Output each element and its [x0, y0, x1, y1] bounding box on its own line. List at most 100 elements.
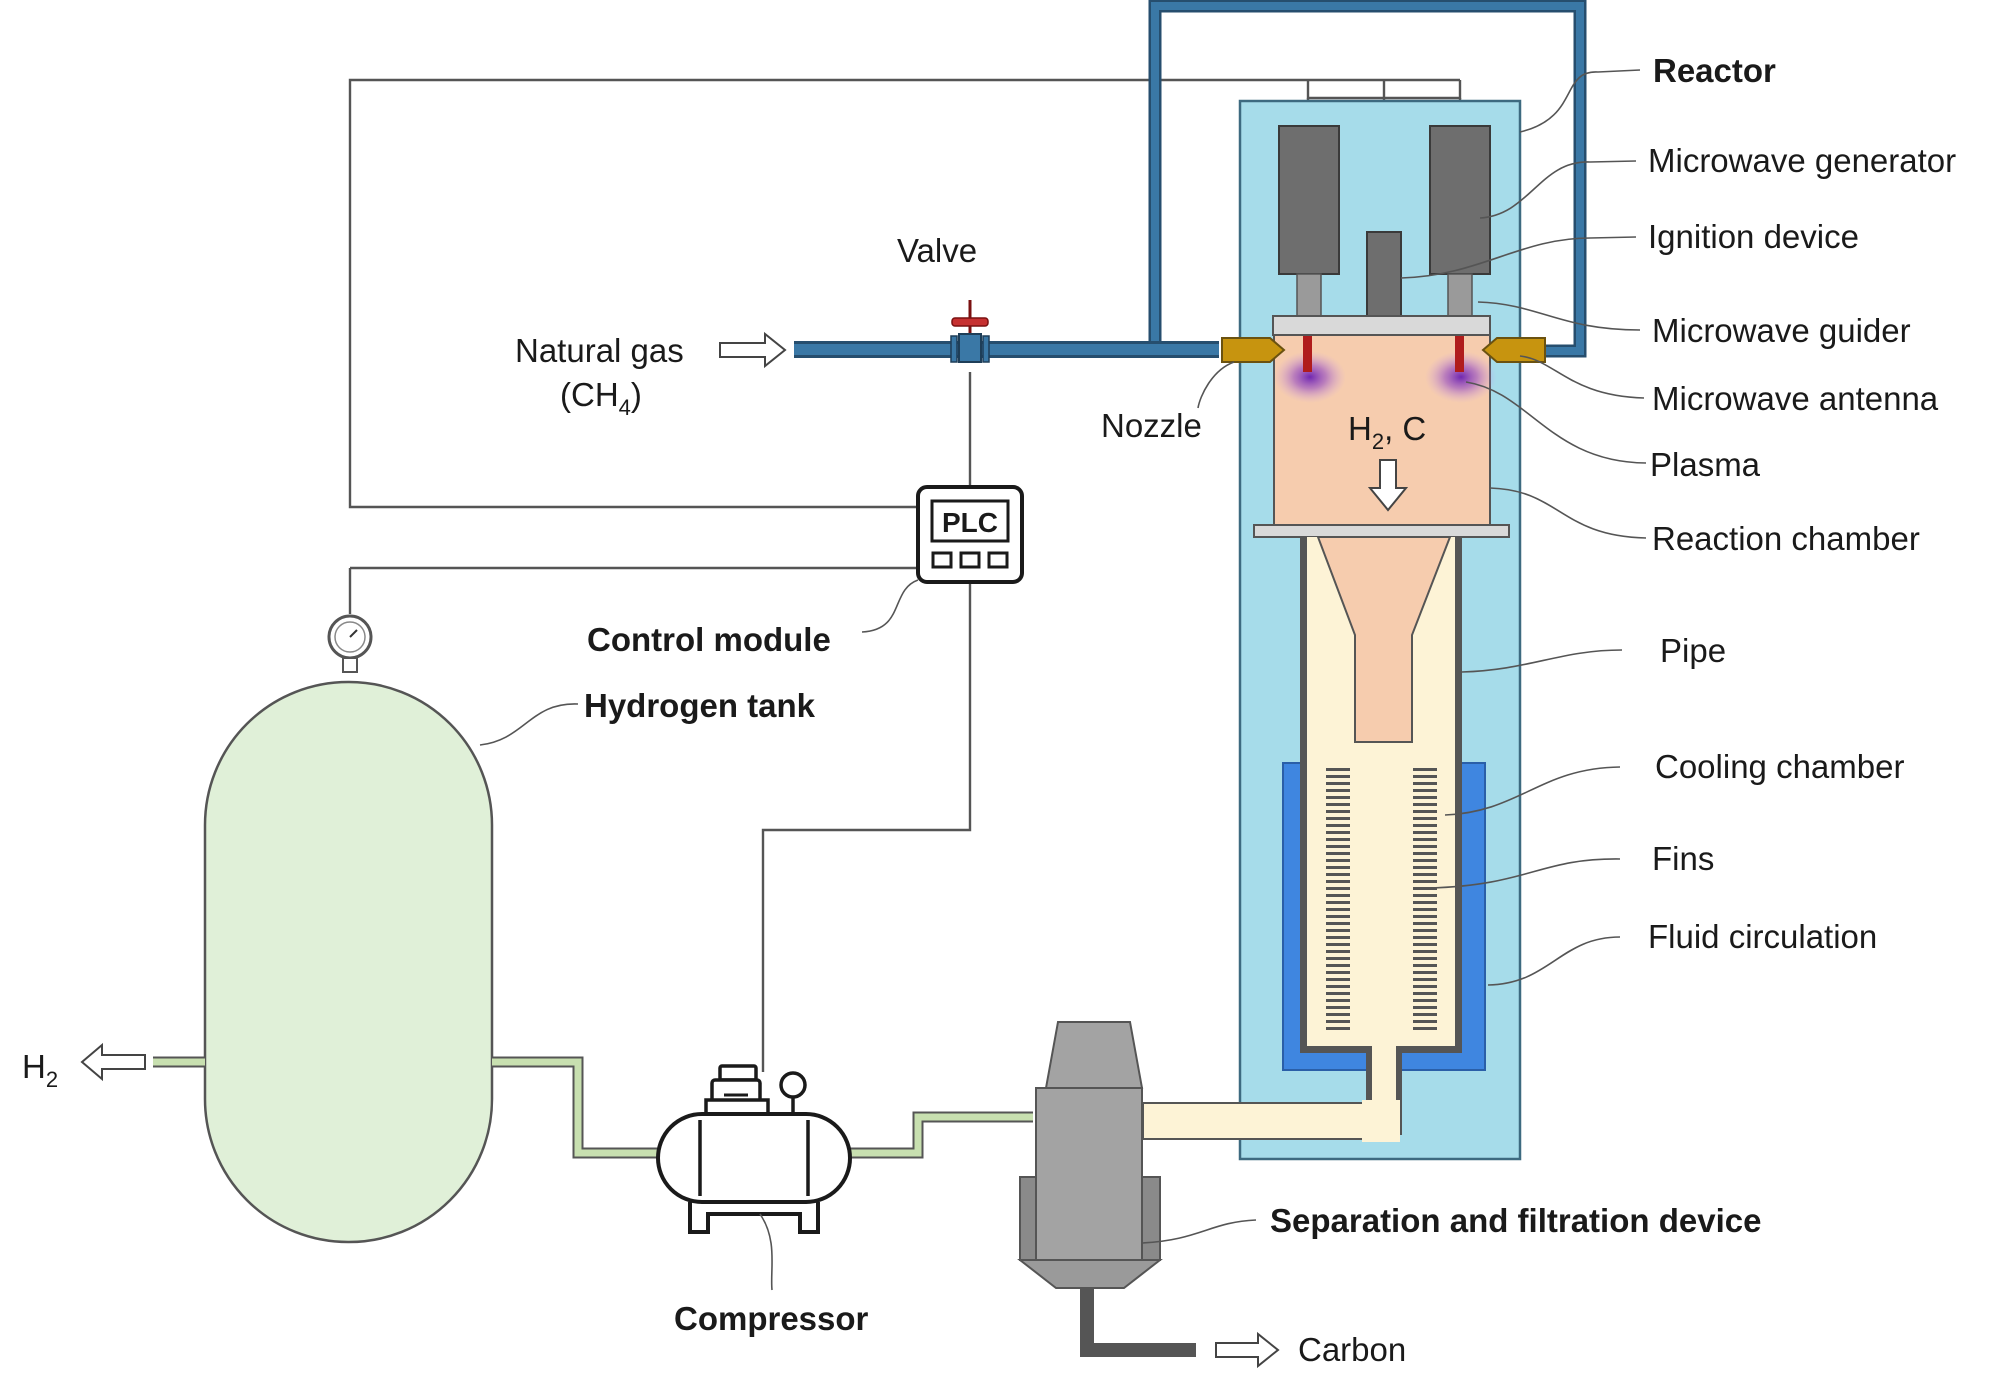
fin-left	[1326, 915, 1350, 918]
label-ignition-device: Ignition device	[1648, 218, 1859, 255]
fin-right	[1413, 1006, 1437, 1009]
fin-left	[1326, 894, 1350, 897]
fin-right	[1413, 817, 1437, 820]
fin-right	[1413, 894, 1437, 897]
fin-left	[1326, 922, 1350, 925]
microwave-guider-plate	[1272, 315, 1491, 336]
label-separation-device: Separation and filtration device	[1270, 1202, 1761, 1239]
fin-right	[1413, 964, 1437, 967]
fin-right	[1413, 866, 1437, 869]
fin-left	[1326, 908, 1350, 911]
fin-right	[1413, 915, 1437, 918]
cooling-fins	[1326, 768, 1437, 1030]
fin-right	[1413, 831, 1437, 834]
fin-left	[1326, 929, 1350, 932]
fin-left	[1326, 824, 1350, 827]
fin-left	[1326, 964, 1350, 967]
nozzle-right	[1481, 337, 1546, 363]
fin-right	[1413, 1027, 1437, 1030]
plc-to-compressor-wire	[761, 582, 972, 1072]
fin-right	[1413, 999, 1437, 1002]
fin-left	[1326, 852, 1350, 855]
fin-left	[1326, 796, 1350, 799]
fin-left	[1326, 789, 1350, 792]
leader-lines	[479, 69, 1647, 1291]
plc-to-reactor-wire	[348, 78, 1460, 509]
label-plasma: Plasma	[1650, 446, 1761, 483]
fin-left	[1326, 810, 1350, 813]
fin-right	[1413, 887, 1437, 890]
label-carbon: Carbon	[1298, 1331, 1406, 1368]
fin-right	[1413, 985, 1437, 988]
fin-right	[1413, 775, 1437, 778]
fin-right	[1413, 950, 1437, 953]
pressure-gauge-icon	[327, 614, 373, 673]
valve[interactable]	[950, 300, 990, 363]
gas-supply-pipe	[794, 0, 1587, 358]
microwave-guide-left	[1296, 273, 1322, 317]
label-control-module: Control module	[587, 621, 831, 658]
label-fluid-circulation: Fluid circulation	[1648, 918, 1877, 955]
fin-right	[1413, 880, 1437, 883]
fin-right	[1413, 796, 1437, 799]
plasma-right	[1425, 351, 1497, 403]
fin-left	[1326, 880, 1350, 883]
label-cooling-chamber: Cooling chamber	[1655, 748, 1904, 785]
outlet-elbow	[1362, 1100, 1400, 1142]
label-microwave-antenna: Microwave antenna	[1652, 380, 1939, 417]
fin-left	[1326, 1013, 1350, 1016]
fin-right	[1413, 943, 1437, 946]
fin-right	[1413, 936, 1437, 939]
fin-right	[1413, 978, 1437, 981]
fin-left	[1326, 1020, 1350, 1023]
microwave-generator-right	[1429, 125, 1491, 275]
carbon-outlet-arrow	[1215, 1331, 1280, 1369]
compressor-icon	[656, 1064, 852, 1234]
fin-left	[1326, 845, 1350, 848]
label-pipe: Pipe	[1660, 632, 1726, 669]
hydrogen-lines	[153, 1056, 1033, 1159]
label-natural-gas-formula: (CH4)	[560, 376, 642, 420]
fin-right	[1413, 908, 1437, 911]
fin-right	[1413, 845, 1437, 848]
fin-right	[1413, 810, 1437, 813]
fin-left	[1326, 1027, 1350, 1030]
label-hydrogen-tank: Hydrogen tank	[584, 687, 816, 724]
fin-right	[1413, 782, 1437, 785]
label-nozzle: Nozzle	[1101, 407, 1202, 444]
fin-left	[1326, 978, 1350, 981]
fin-right	[1413, 838, 1437, 841]
fin-right	[1413, 992, 1437, 995]
fin-left	[1326, 838, 1350, 841]
plc-display-label: PLC	[942, 507, 998, 538]
fin-right	[1413, 859, 1437, 862]
fin-right	[1413, 922, 1437, 925]
h2-outlet-arrow	[80, 1042, 146, 1082]
label-valve: Valve	[897, 232, 977, 269]
reaction-funnel	[1316, 536, 1452, 743]
fin-left	[1326, 992, 1350, 995]
fin-left	[1326, 936, 1350, 939]
fin-left	[1326, 1006, 1350, 1009]
fin-right	[1413, 789, 1437, 792]
fin-left	[1326, 985, 1350, 988]
fin-right	[1413, 957, 1437, 960]
fin-left	[1326, 866, 1350, 869]
fin-left	[1326, 901, 1350, 904]
fin-right	[1413, 768, 1437, 771]
fin-left	[1326, 831, 1350, 834]
fin-left	[1326, 971, 1350, 974]
label-compressor: Compressor	[674, 1300, 869, 1337]
fin-right	[1413, 1013, 1437, 1016]
fin-right	[1413, 824, 1437, 827]
fin-left	[1326, 873, 1350, 876]
natural-gas-inlet-arrow	[719, 331, 787, 369]
fin-left	[1326, 817, 1350, 820]
microwave-antenna-right	[1455, 336, 1464, 372]
chamber-flange	[1253, 524, 1510, 538]
fin-left	[1326, 999, 1350, 1002]
fin-left	[1326, 859, 1350, 862]
plc-control-module[interactable]: PLC	[916, 485, 1024, 584]
microwave-guide-right	[1447, 273, 1473, 317]
